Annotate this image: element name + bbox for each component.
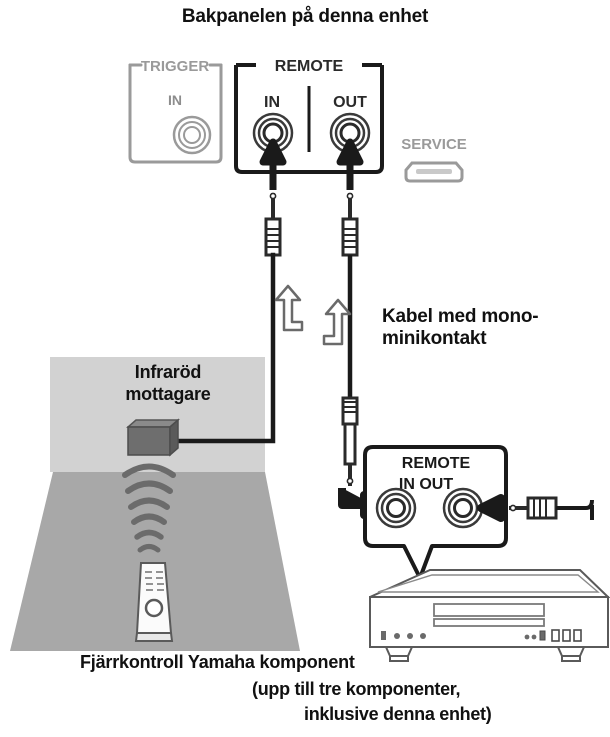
service-port: SERVICE (401, 136, 467, 183)
remote-group-label: REMOTE (275, 58, 344, 75)
remote-out-label: OUT (333, 94, 367, 111)
ir-waves (122, 463, 176, 553)
cable-label-line1: Kabel med mono- (382, 306, 539, 327)
callout-out-jack (442, 487, 484, 529)
trigger-group-label: TRIGGER (141, 58, 210, 75)
bottom-caption-line1: Fjärrkontroll Yamaha komponent (80, 652, 355, 672)
bottom-caption-line3: inklusive denna enhet) (304, 704, 492, 724)
remote-control (134, 562, 174, 642)
service-label: SERVICE (401, 136, 467, 153)
external-cable-plug (509, 496, 594, 520)
remote-in-label: IN (264, 94, 280, 111)
cable-left (165, 138, 304, 444)
room-floor (10, 472, 300, 651)
bottom-caption-line2: (upp till tre komponenter, (252, 679, 461, 699)
callout-inout-label: IN OUT (399, 476, 453, 493)
trigger-in-label: IN (168, 92, 182, 108)
direction-arrow-up (274, 284, 304, 332)
callout-remote-jacks: REMOTE IN OUT (363, 445, 508, 580)
callout-in-jack (375, 487, 417, 529)
callout-remote-label: REMOTE (402, 455, 471, 472)
cable-label-line2: minikontakt (382, 328, 487, 349)
plug-right-top (341, 192, 359, 257)
plug-left-top (264, 192, 282, 257)
page-title: Bakpanelen på denna enhet (181, 6, 429, 27)
yamaha-component (369, 569, 610, 662)
trigger-group: TRIGGER IN (128, 58, 223, 164)
ir-label-line2: mottagare (125, 384, 211, 404)
ir-receiver (126, 418, 180, 457)
remote-group: REMOTE IN OUT (234, 58, 384, 174)
direction-arrow-down (322, 298, 352, 346)
ir-label-line1: Infraröd (134, 362, 202, 382)
plug-right-bottom (341, 396, 359, 486)
